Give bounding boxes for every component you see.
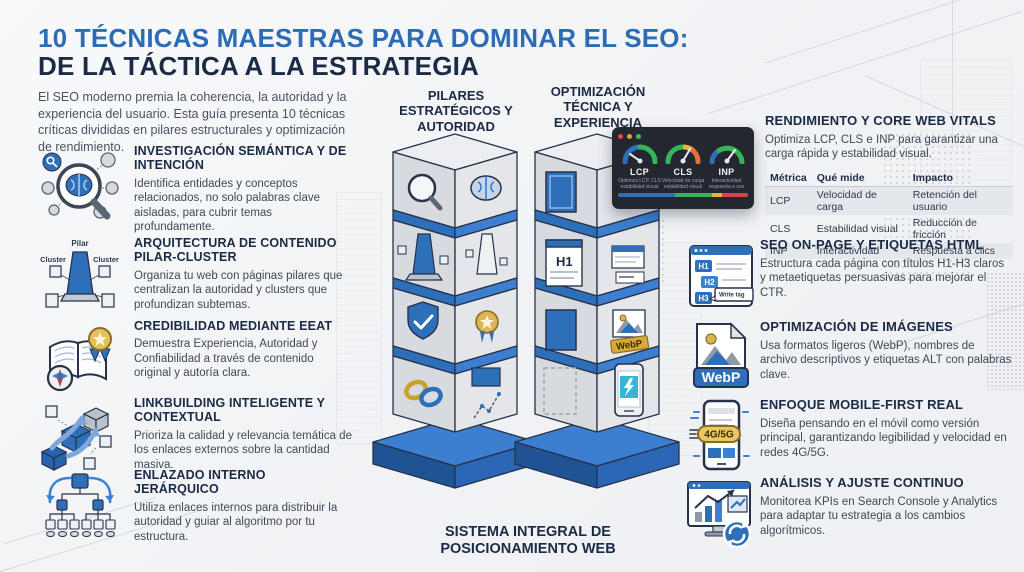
- technique-item-semantic-research: INVESTIGACIÓN SEMÁNTICA Y DE INTENCIÓN I…: [36, 144, 356, 235]
- item-body: Diseña pensando en el móvil como versión…: [760, 417, 1007, 459]
- webp-banner-label: WebP: [615, 338, 643, 353]
- header: 10 TÉCNICAS MAESTRAS PARA DOMINAR EL SEO…: [38, 24, 689, 155]
- item-body: Estructura cada página con títulos H1-H3…: [760, 257, 1005, 299]
- technique-item-internal-linking: ENLAZADO INTERNO JERÁRQUICO Utiliza enla…: [36, 468, 356, 552]
- gauge-inp-dial: [709, 145, 744, 165]
- table-header: Qué mide: [811, 169, 908, 187]
- table-cell: LCP: [770, 194, 791, 207]
- table-cell: Retención del usuario: [912, 188, 977, 213]
- item-title: INVESTIGACIÓN SEMÁNTICA Y DE INTENCIÓN: [134, 144, 347, 173]
- window-dot-yellow: [627, 133, 632, 139]
- gauge-inp: INP Interactividad respuesta a uso: [705, 141, 748, 190]
- technique-item-pillar-cluster: Pilar Cluster Cluster ARQUITECTURA DE CO…: [36, 236, 356, 316]
- table-cell: INP: [770, 244, 788, 257]
- item-title: RENDIMIENTO Y CORE WEB VITALS: [765, 113, 996, 128]
- page-title-line1: 10 TÉCNICAS MAESTRAS PARA DOMINAR EL SEO…: [38, 23, 689, 53]
- cluster-label-left: Cluster: [40, 255, 66, 264]
- system-footer-label: SISTEMA INTEGRAL DE POSICIONAMIENTO WEB: [440, 524, 616, 558]
- table-header: Impacto: [907, 169, 1013, 187]
- gauge-label: INP: [718, 167, 735, 177]
- linkbuilding-icon: [36, 396, 124, 474]
- table-row: CLS Estabilidad visual Reducción de fric…: [765, 215, 1013, 243]
- search-brain-icon: [36, 144, 124, 235]
- gauge-sublabel: Interactividad respuesta a uso: [708, 178, 745, 190]
- item-title: ARQUITECTURA DE CONTENIDO PILAR-CLUSTER: [134, 236, 337, 265]
- item-title: ENLAZADO INTERNO JERÁRQUICO: [134, 468, 266, 497]
- technical-optimization-tower: H1 WebP: [514, 133, 680, 489]
- gauge-cls: CLS Velocidad de carga estabilidad visua…: [662, 141, 705, 190]
- table-cell: Estabilidad visual: [816, 222, 898, 235]
- h2-chip: H2: [704, 278, 715, 287]
- item-body: Utiliza enlaces internos para distribuir…: [134, 501, 338, 543]
- analytics-monitor-icon: [682, 476, 760, 552]
- left-tower-header: PILARES ESTRATÉGICOS Y AUTORIDAD: [399, 88, 513, 134]
- table-cell: Interactividad: [816, 244, 880, 257]
- technique-item-core-web-vitals: RENDIMIENTO Y CORE WEB VITALS Optimiza L…: [765, 113, 1017, 259]
- h1-chip: H1: [698, 262, 709, 271]
- technique-item-mobile-first: 4G/5G ENFOQUE MOBILE-FIRST REAL Diseña p…: [682, 397, 1012, 472]
- window-dot-red: [618, 133, 623, 139]
- item-body: Monitorea KPIs en Search Console y Analy…: [760, 495, 998, 537]
- window-controls: [618, 132, 748, 140]
- gauge-label: LCP: [630, 167, 649, 177]
- window-dot-green: [636, 133, 641, 139]
- h3-chip: H3: [698, 294, 709, 303]
- eeat-book-icon: [36, 319, 124, 397]
- table-row: INP Interactividad Respuesta a clics: [765, 242, 1013, 259]
- gauge-cls-dial: [665, 144, 701, 165]
- technique-item-analytics: ANÁLISIS Y AJUSTE CONTINUO Monitorea KPI…: [682, 475, 1012, 552]
- item-body: Optimiza LCP, CLS e INP para garantizar …: [765, 133, 998, 161]
- table-cell: Respuesta a clics: [912, 244, 996, 257]
- html-tags-icon: H1 H2 H3 Write tag: [682, 238, 760, 312]
- table-cell: Velocidad de carga: [816, 188, 877, 213]
- item-body: Organiza tu web con páginas pilares que …: [134, 269, 343, 311]
- gauge-label: CLS: [673, 167, 693, 177]
- intro-text: El SEO moderno premia la coherencia, la …: [38, 90, 347, 154]
- internal-linking-tree-icon: [36, 468, 124, 552]
- webp-file-icon: WebP: [682, 320, 760, 394]
- gauge-lcp-dial: [622, 144, 657, 165]
- tower-face-icons: H1 WebP: [543, 171, 650, 417]
- performance-bar: [618, 193, 748, 197]
- item-body: Usa formatos ligeros (WebP), nombres de …: [760, 339, 1012, 381]
- core-web-vitals-table: Métrica Qué mide Impacto LCP Velocidad d…: [765, 169, 1013, 259]
- decor-dots: [986, 272, 1024, 390]
- table-row: LCP Velocidad de carga Retención del usu…: [765, 186, 1013, 215]
- technique-item-linkbuilding: LINKBUILDING INTELIGENTE Y CONTEXTUAL Pr…: [36, 396, 356, 474]
- gauge-sublabel: Velocidad de carga estabilidad visual: [661, 178, 705, 190]
- table-cell: Reducción de fricción: [912, 216, 977, 241]
- item-title: ENFOQUE MOBILE-FIRST REAL: [760, 397, 964, 412]
- tower-face-icons: [397, 173, 508, 419]
- strategic-pillars-tower: [372, 133, 538, 489]
- core-web-vitals-dashboard: LCP Optimiza LCP, CLS estabilidad visual…: [612, 127, 754, 209]
- webp-label: WebP: [702, 369, 741, 385]
- h1-label: H1: [556, 254, 573, 269]
- item-title: ANÁLISIS Y AJUSTE CONTINUO: [760, 475, 964, 490]
- 4g5g-badge: 4G/5G: [704, 430, 734, 441]
- pillar-cluster-icon: Pilar Cluster Cluster: [36, 236, 124, 316]
- item-title: CREDIBILIDAD MEDIANTE EEAT: [134, 319, 333, 333]
- write-tag-tooltip: Write tag: [719, 293, 745, 299]
- pilar-label: Pilar: [71, 239, 88, 248]
- right-tower-header: OPTIMIZACIÓN TÉCNICA Y EXPERIENCIA: [550, 84, 646, 130]
- item-title: OPTIMIZACIÓN DE IMÁGENES: [760, 319, 953, 334]
- mobile-4g5g-icon: 4G/5G: [682, 398, 760, 472]
- gauge-lcp: LCP Optimiza LCP, CLS estabilidad visual: [618, 141, 661, 190]
- technique-item-onpage-seo: H1 H2 H3 Write tag SEO ON-PAGE Y ETIQUET…: [682, 237, 1012, 312]
- page-title-line2: DE LA TÁCTICA A LA ESTRATEGIA: [38, 51, 480, 82]
- technique-item-image-optimization: WebP OPTIMIZACIÓN DE IMÁGENES Usa format…: [682, 319, 1012, 394]
- table-cell: CLS: [770, 222, 791, 235]
- table-header-row: Métrica Qué mide Impacto: [765, 169, 1013, 187]
- table-header: Métrica: [765, 169, 812, 187]
- cluster-label-right: Cluster: [93, 255, 119, 264]
- item-title: LINKBUILDING INTELIGENTE Y CONTEXTUAL: [134, 396, 325, 425]
- technique-item-eeat: CREDIBILIDAD MEDIANTE EEAT Demuestra Exp…: [36, 319, 356, 397]
- gauge-sublabel: Optimiza LCP, CLS estabilidad visual: [618, 178, 661, 190]
- item-title: SEO ON-PAGE Y ETIQUETAS HTML: [760, 237, 984, 252]
- item-body: Prioriza la calidad y relevancia temátic…: [134, 429, 352, 471]
- decor-building: [336, 192, 382, 444]
- item-body: Demuestra Experiencia, Autoridad y Confi…: [134, 338, 318, 380]
- item-body: Identifica entidades y conceptos relacio…: [134, 177, 321, 234]
